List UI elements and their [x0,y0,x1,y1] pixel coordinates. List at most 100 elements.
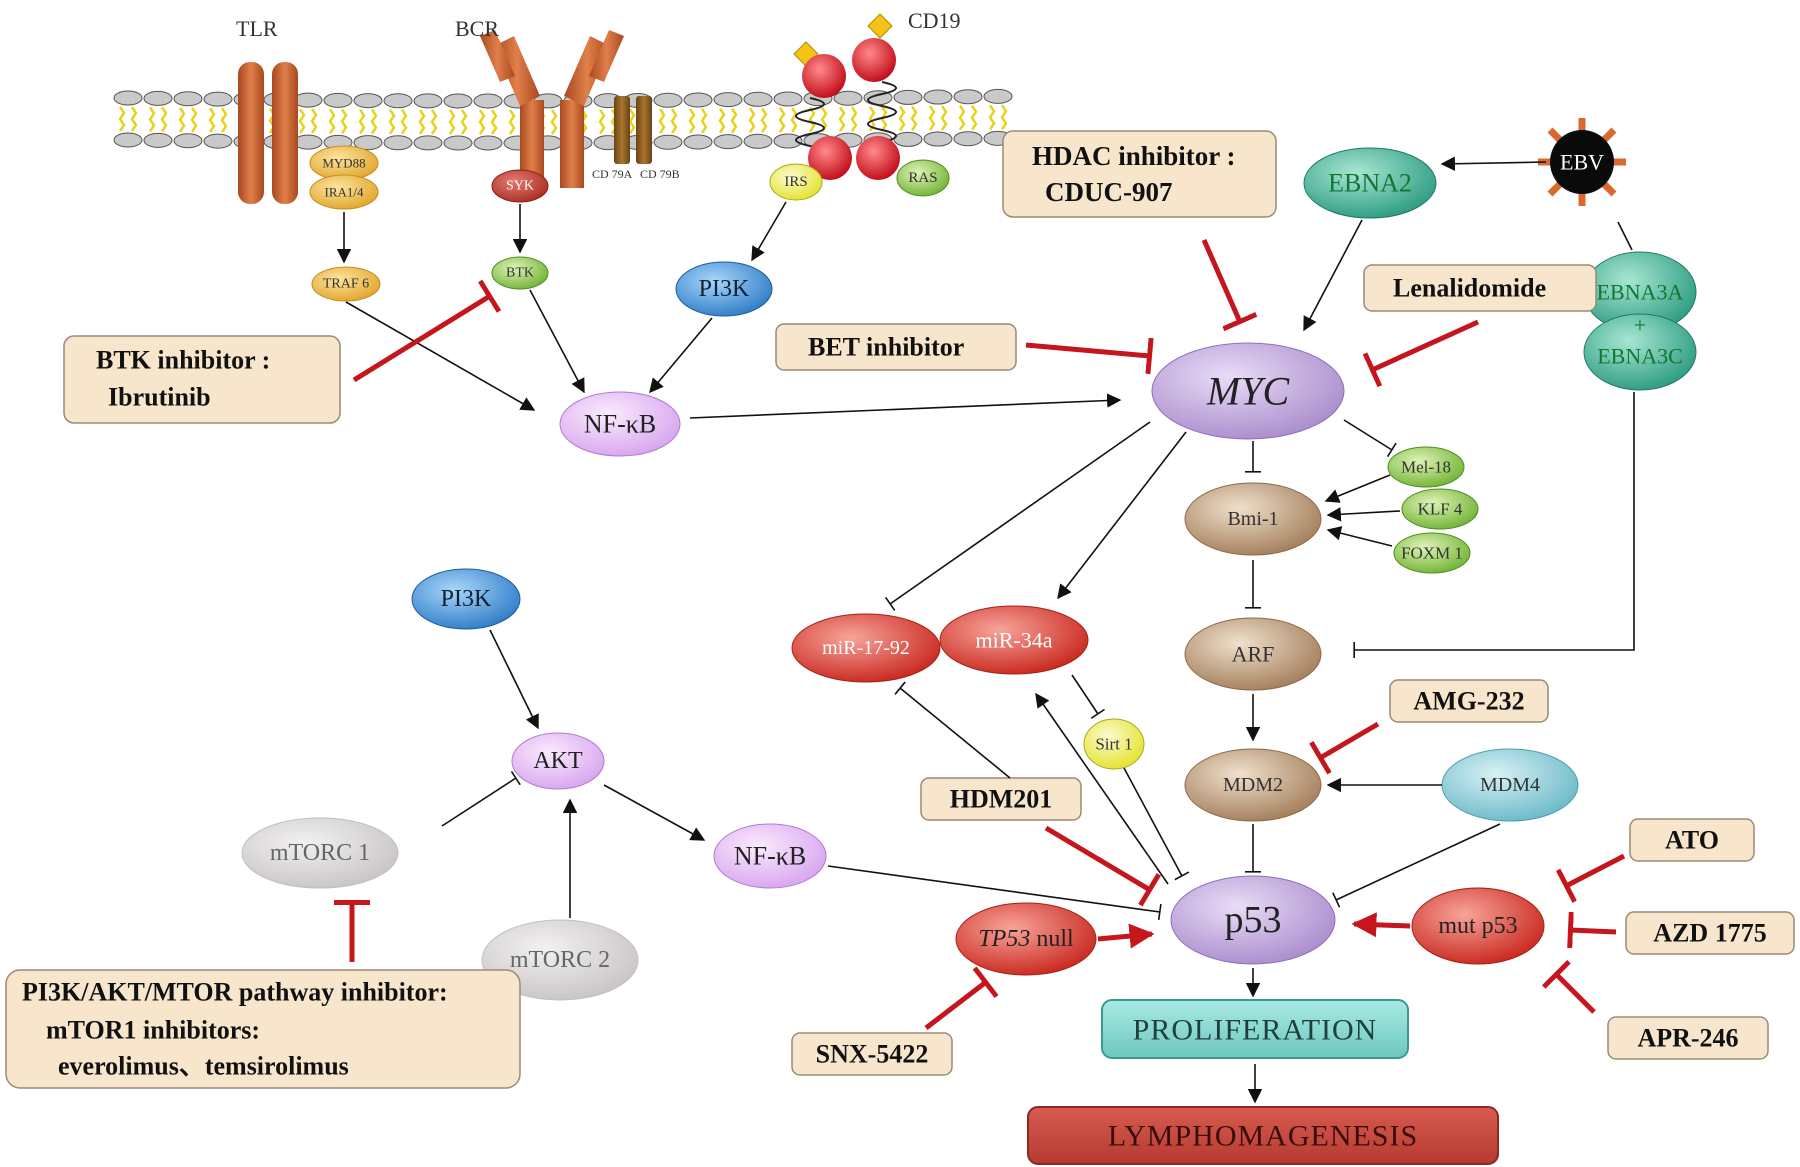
cd19-label: CD19 [908,8,961,33]
pathway-inhibitor-box: PI3K/AKT/MTOR pathway inhibitor: mTOR1 i… [5,969,521,1089]
snx5422-box: SNX-5422 [791,1032,953,1076]
traf6-node: TRAF 6 [311,266,381,302]
pi3k-mid-label: PI3K [441,586,492,612]
nfkb-top-label: NF-κB [584,410,656,439]
hdm201-label: HDM201 [950,785,1053,814]
klf4-label: KLF 4 [1418,500,1463,519]
sirt1-label: Sirt 1 [1095,735,1132,754]
tp53-italic-label: TP53 [978,926,1030,952]
hdac-line1: HDAC inhibitor : [1032,141,1236,171]
cd79a-label: CD 79A [592,167,633,181]
pathway-line2: mTOR1 inhibitors: [46,1016,260,1045]
mdm4-label: MDM4 [1480,774,1540,796]
proliferation-box: PROLIFERATION [1101,999,1409,1059]
lymphomagenesis-label: LYMPHOMAGENESIS [1108,1120,1418,1153]
irs-label: IRS [784,174,807,190]
klf4-node: KLF 4 [1401,488,1479,530]
pi3k-mid-node: PI3K [411,568,521,630]
ebv-virus: EBV [1538,118,1626,206]
bmi1-label: Bmi-1 [1227,508,1278,530]
btk-inhibitor-box: BTK inhibitor : Ibrutinib [63,335,341,424]
arf-label: ARF [1232,642,1275,667]
mir1792-label: miR-17-92 [822,637,910,659]
ebna3c-label: EBNA3C [1597,344,1683,369]
mdm2-node: MDM2 [1184,748,1322,822]
nfkb-mid-node: NF-κB [713,823,827,889]
ato-box: ATO [1629,818,1755,862]
ebna2-label: EBNA2 [1328,169,1412,198]
btk-line1: BTK inhibitor : [96,346,270,375]
mut-p53-label: mut p53 [1438,913,1517,939]
hdm201-box: HDM201 [920,777,1082,821]
myc-label: MYC [1206,369,1291,414]
mel18-label: Mel-18 [1401,458,1451,477]
mir34a-node: miR-34a [939,605,1089,675]
btk-node: BTK [491,256,549,290]
myd88-label: MYD88 [322,156,365,171]
azd1775-box: AZD 1775 [1625,911,1795,955]
ebna3a-label: EBNA3A [1597,280,1684,305]
akt-node: AKT [511,732,605,790]
syk-label: SYK [506,179,534,194]
black-connectors [336,156,1635,1104]
hdac-inhibitor-box: HDAC inhibitor : CDUC-907 [1002,130,1277,218]
bcr-receptor: BCR CD 79A CD 79B [455,16,680,188]
mtorc1-node: mTORC 1 [241,817,399,889]
tlr-label: TLR [236,16,278,41]
mtorc2-node: mTORC 2 [481,919,639,1001]
ato-label: ATO [1665,826,1719,855]
mut-p53-node: mut p53 [1411,887,1545,965]
btk-line2: Ibrutinib [108,383,211,412]
bmi1-node: Bmi-1 [1184,482,1322,556]
mir34a-label: miR-34a [976,628,1053,653]
foxm1-label: FOXM 1 [1401,544,1463,563]
btk-label: BTK [506,266,534,281]
ebna-plus-label: + [1634,313,1646,338]
amg232-label: AMG-232 [1413,687,1524,716]
myc-node: MYC [1151,342,1345,440]
irs-node: IRS [769,163,823,201]
mtorc2-label: mTORC 2 [510,947,610,973]
tp53-null-label: null [1030,926,1074,952]
foxm1-node: FOXM 1 [1393,532,1471,574]
myd88-node: MYD88 IRA1/4 [309,145,379,210]
tp53-null-node: TP53 null [955,902,1097,976]
pathway-line3: everolimus、temsirolimus [58,1052,349,1081]
red-inhibitor-marks [334,238,1626,1030]
apr246-box: APR-246 [1607,1016,1769,1060]
mdm2-label: MDM2 [1223,774,1283,796]
lymphomagenesis-box: LYMPHOMAGENESIS [1027,1106,1499,1165]
mtorc1-label: mTORC 1 [270,840,370,866]
cd19-receptor: CD19 [793,8,961,180]
bcr-label: BCR [455,16,499,41]
nfkb-top-node: NF-κB [559,391,681,457]
svg-text:TP53 null: TP53 null [978,926,1074,952]
apr246-label: APR-246 [1637,1024,1738,1053]
bet-inhibitor-box: BET inhibitor [775,323,1017,371]
sirt1-node: Sirt 1 [1083,718,1145,770]
akt-label: AKT [533,748,583,774]
ebna3-node: EBNA3A + EBNA3C [1583,251,1697,391]
mel18-node: Mel-18 [1387,446,1465,488]
traf6-label: TRAF 6 [323,277,369,292]
mdm4-node: MDM4 [1441,748,1579,822]
syk-node: SYK [491,169,549,203]
arf-node: ARF [1184,617,1322,691]
ebna2-node: EBNA2 [1303,147,1437,219]
lenalidomide-box: Lenalidomide [1363,264,1597,312]
ras-node: RAS [896,159,950,197]
lenalidomide-label: Lenalidomide [1393,274,1546,303]
hdac-line2: CDUC-907 [1045,177,1173,207]
amg232-box: AMG-232 [1389,679,1549,723]
ras-label: RAS [908,170,937,186]
proliferation-label: PROLIFERATION [1133,1014,1378,1047]
ebv-label: EBV [1560,150,1604,175]
cd79b-label: CD 79B [640,167,680,181]
pi3k-top-label: PI3K [699,276,750,302]
pathway-line1: PI3K/AKT/MTOR pathway inhibitor: [22,978,448,1007]
azd1775-label: AZD 1775 [1653,919,1766,948]
tlr-receptor: TLR [236,16,298,204]
nfkb-mid-label: NF-κB [734,842,806,871]
p53-node: p53 [1170,875,1336,965]
